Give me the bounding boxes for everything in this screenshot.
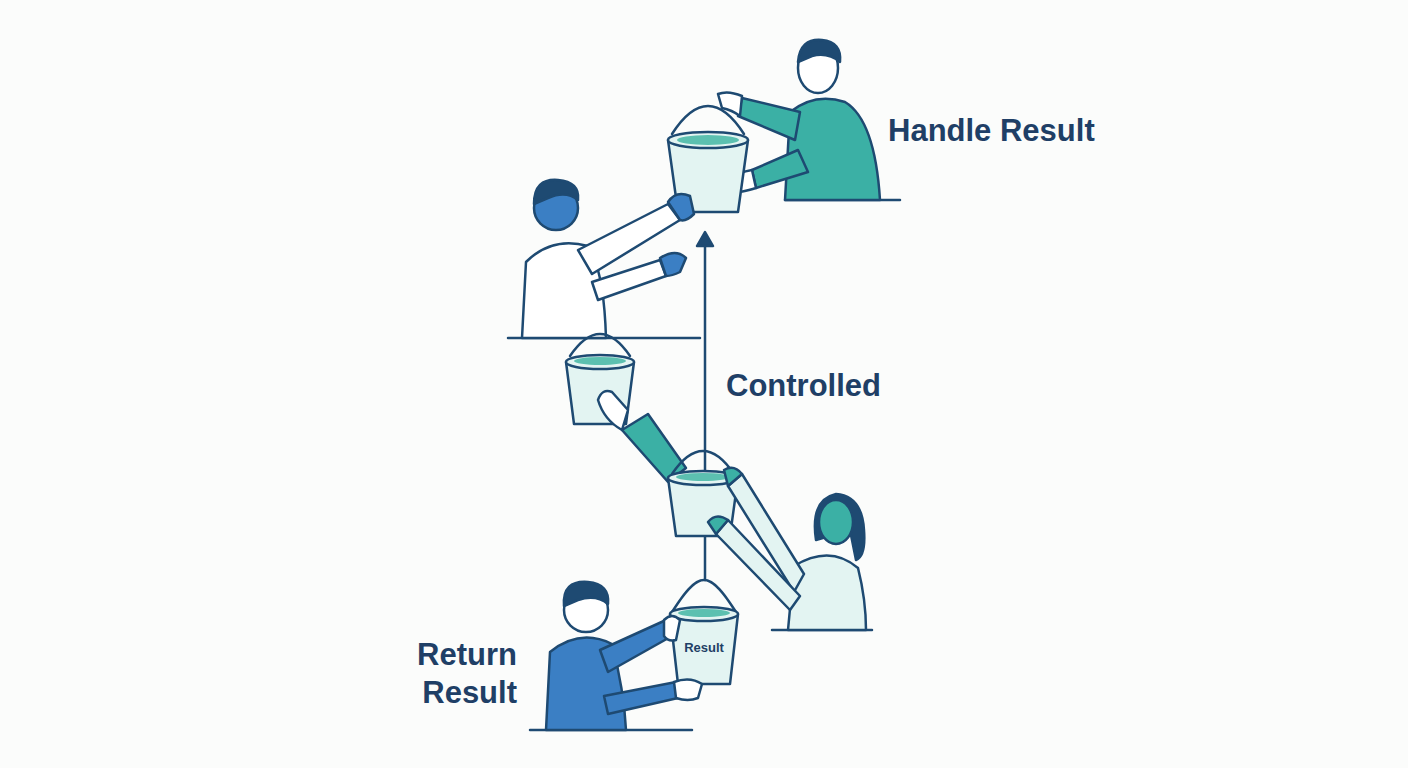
caption-label: Return Result <box>367 636 517 712</box>
person-hair <box>815 494 864 560</box>
caption-label: Controlled <box>726 367 966 405</box>
hands <box>664 616 702 700</box>
bucket-water <box>678 609 730 617</box>
bucket-handle <box>570 334 630 356</box>
caption-label: Handle Result <box>888 112 1208 150</box>
person-arm <box>604 682 678 714</box>
person-arm <box>592 260 666 300</box>
glove <box>660 253 686 276</box>
bucket-label: Result <box>668 640 740 655</box>
person-hair <box>798 40 840 62</box>
hand <box>598 391 628 430</box>
person-arm <box>600 620 672 672</box>
arrow-head <box>697 232 713 246</box>
bucket-shape <box>668 578 740 688</box>
bucket-rim <box>668 132 748 148</box>
reaching-arm <box>622 414 686 482</box>
hand <box>674 679 702 700</box>
person-arm <box>752 150 808 188</box>
result-bucket: Result <box>668 578 740 688</box>
person-hair <box>564 582 608 606</box>
hand <box>718 92 742 116</box>
glove <box>724 468 742 486</box>
glove <box>668 194 694 220</box>
person-head <box>819 500 853 544</box>
person-arm <box>716 520 800 610</box>
bucket-water <box>676 473 730 481</box>
person-arm <box>738 98 800 140</box>
hand <box>664 616 680 641</box>
bucket-handle <box>672 106 744 134</box>
bucket-water <box>574 357 626 365</box>
bucket-rim <box>670 607 738 621</box>
bucket-outline <box>670 580 738 684</box>
person-hair <box>534 180 578 204</box>
bucket-rim <box>566 355 634 369</box>
bucket-water <box>677 135 739 145</box>
glove <box>708 516 728 534</box>
